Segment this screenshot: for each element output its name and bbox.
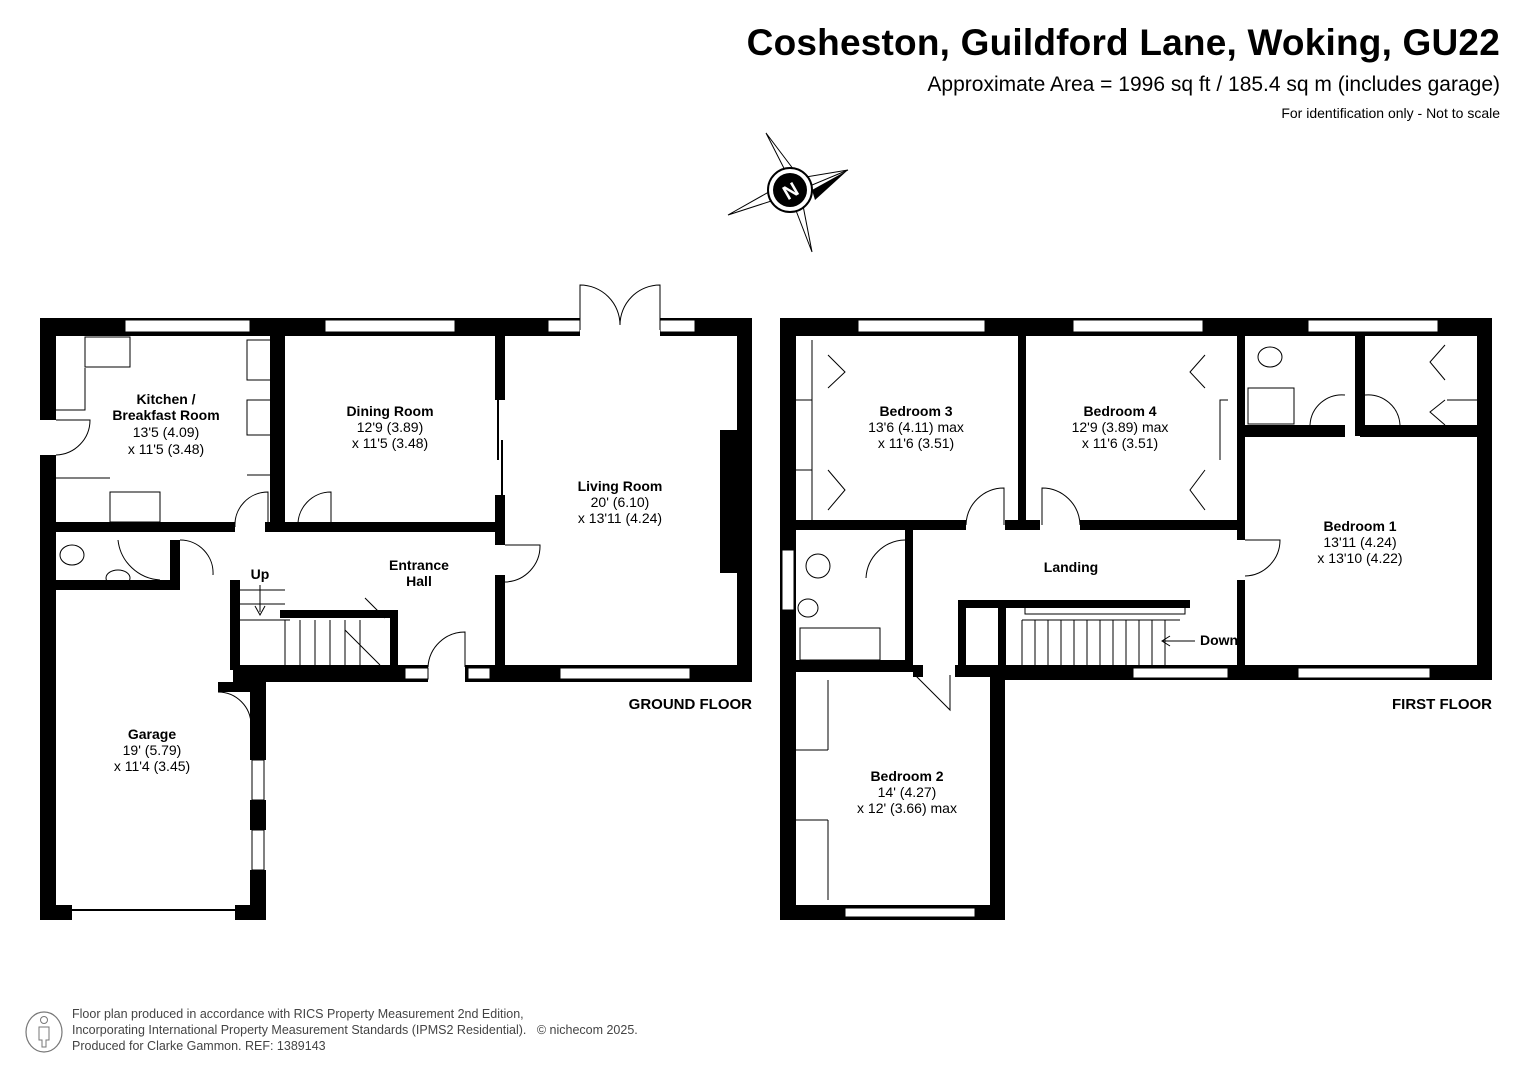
footer-line-3: Produced for Clarke Gammon. REF: 1389143 [72,1039,326,1053]
approximate-area: Approximate Area = 1996 sq ft / 185.4 sq… [927,73,1500,96]
room-entrance-hall: Entrance Hall [389,557,449,589]
property-title: Cosheston, Guildford Lane, Woking, GU22 [746,22,1500,63]
footer-line-2: Incorporating International Property Mea… [72,1023,527,1037]
scale-note: For identification only - Not to scale [1281,105,1500,121]
svg-text:Hall: Hall [406,573,432,589]
room-kitchen: Kitchen / Breakfast Room 13'5 (4.09) x 1… [112,391,219,457]
room-bedroom-1: Bedroom 1 13'11 (4.24) x 13'10 (4.22) [1317,518,1402,566]
svg-text:x 11'4 (3.45): x 11'4 (3.45) [114,758,190,774]
room-garage: Garage 19' (5.79) x 11'4 (3.45) [114,726,190,774]
footer-line-1: Floor plan produced in accordance with R… [72,1007,524,1021]
svg-text:Dining Room: Dining Room [346,403,433,419]
room-bedroom-4: Bedroom 4 12'9 (3.89) max x 11'6 (3.51) [1072,403,1169,451]
first-floor-walls: Down [780,318,1492,920]
svg-text:13'6 (4.11) max: 13'6 (4.11) max [868,419,964,435]
svg-text:x 11'5 (3.48): x 11'5 (3.48) [128,441,204,457]
footer-credits: Floor plan produced in accordance with R… [72,1006,638,1054]
svg-text:Kitchen /: Kitchen / [136,391,195,407]
room-living: Living Room 20' (6.10) x 13'11 (4.24) [578,478,663,526]
svg-text:x 13'10 (4.22): x 13'10 (4.22) [1317,550,1402,566]
svg-text:14' (4.27): 14' (4.27) [878,784,937,800]
compass-icon: N [727,132,849,253]
svg-text:Entrance: Entrance [389,557,449,573]
svg-text:20' (6.10): 20' (6.10) [591,494,650,510]
svg-text:19' (5.79): 19' (5.79) [123,742,182,758]
svg-text:12'9 (3.89): 12'9 (3.89) [357,419,424,435]
svg-text:Living Room: Living Room [578,478,663,494]
svg-text:13'5 (4.09): 13'5 (4.09) [133,424,200,440]
room-bedroom-3: Bedroom 3 13'6 (4.11) max x 11'6 (3.51) [868,403,964,451]
ground-floor-walls: Up [40,284,752,920]
room-landing: Landing [1044,559,1098,575]
svg-text:x 11'6 (3.51): x 11'6 (3.51) [1082,435,1158,451]
stairs-down-label: Down [1200,632,1238,648]
svg-text:x 11'5 (3.48): x 11'5 (3.48) [352,435,428,451]
svg-text:Breakfast Room: Breakfast Room [112,407,219,423]
svg-text:Bedroom 3: Bedroom 3 [879,403,952,419]
footer-copyright: © nichecom 2025. [536,1023,638,1037]
svg-text:x 13'11 (4.24): x 13'11 (4.24) [578,510,662,526]
svg-text:13'11 (4.24): 13'11 (4.24) [1323,534,1396,550]
svg-text:Bedroom 4: Bedroom 4 [1083,403,1156,419]
ground-floor-label: GROUND FLOOR [629,696,752,713]
room-dining: Dining Room 12'9 (3.89) x 11'5 (3.48) [346,403,433,451]
room-bedroom-2: Bedroom 2 14' (4.27) x 12' (3.66) max [857,768,957,816]
first-floor-label: FIRST FLOOR [1392,696,1492,713]
svg-text:Bedroom 1: Bedroom 1 [1323,518,1396,534]
svg-text:x 12' (3.66) max: x 12' (3.66) max [857,800,957,816]
person-icon [25,1011,63,1053]
stairs-up-label: Up [251,566,270,582]
svg-text:Garage: Garage [128,726,176,742]
svg-text:x 11'6 (3.51): x 11'6 (3.51) [878,435,954,451]
svg-text:12'9 (3.89) max: 12'9 (3.89) max [1072,419,1169,435]
svg-text:Bedroom 2: Bedroom 2 [870,768,943,784]
